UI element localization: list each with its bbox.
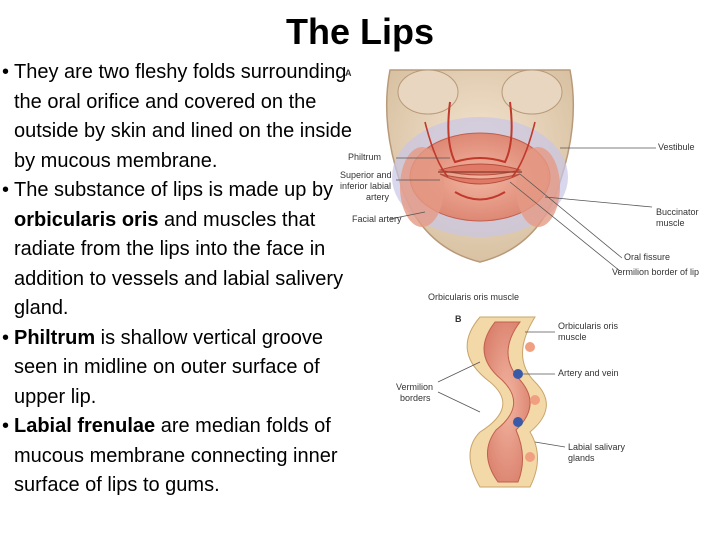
- bullet-text: They are two fleshy folds surrounding th…: [14, 58, 360, 176]
- label-labial-artery-1: Superior and: [340, 170, 392, 180]
- bullet-span: are median folds of mucous membrane conn…: [14, 415, 338, 496]
- slide-title: The Lips: [285, 11, 434, 52]
- bullet-marker: •: [2, 326, 10, 349]
- bullet-span: The substance of lips is made up by: [14, 179, 334, 201]
- bullet-marker: •: [2, 415, 10, 437]
- bullet-span: is shallow vertical groove seen in midli…: [14, 326, 323, 408]
- bullet-text: Labial frenulae are median folds of muco…: [14, 412, 360, 501]
- label-labial-artery-2: inferior labial: [340, 181, 392, 191]
- bullet-marker: •: [2, 179, 10, 201]
- panel-a-label: A: [345, 68, 352, 78]
- label-vermilion-borders-2: borders: [400, 393, 431, 403]
- bullet-item: •Philtrum is shallow vertical groove see…: [2, 324, 360, 413]
- anatomy-illustration: [385, 69, 656, 488]
- label-orbicularis-oris-b-1: Orbicularis oris: [558, 321, 619, 331]
- bullet-marker: •: [2, 61, 10, 83]
- bullet-item: •Labial frenulae are median folds of muc…: [2, 412, 360, 501]
- label-vermilion-borders-1: Vermilion: [396, 382, 434, 392]
- label-orbicularis-oris-b-2: muscle: [558, 332, 587, 342]
- label-vestibule: Vestibule: [658, 142, 695, 152]
- bullet-item: •The substance of lips is made up by orb…: [2, 176, 360, 324]
- label-labial-artery-3: artery: [366, 192, 390, 202]
- panel-b-label: B: [455, 314, 462, 324]
- bullet-span: They are two fleshy folds surrounding th…: [14, 61, 353, 172]
- bullet-text: The substance of lips is made up by orbi…: [14, 176, 360, 324]
- label-buccinator-1: Buccinator: [656, 207, 699, 217]
- bullet-item: •They are two fleshy folds surrounding t…: [2, 58, 360, 176]
- panel-a-leaders: [389, 147, 656, 272]
- label-artery-and-vein: Artery and vein: [558, 368, 619, 378]
- label-buccinator-2: muscle: [656, 218, 685, 228]
- bullet-list: •They are two fleshy folds surrounding t…: [2, 58, 360, 501]
- label-oral-fissure: Oral fissure: [624, 252, 671, 262]
- panel-b-leaders: [437, 331, 566, 448]
- lip-anatomy-figure: A Philtrum Superior and inferior labial …: [330, 62, 720, 492]
- label-labial-salivary-1: Labial salivary: [568, 442, 626, 452]
- bullet-text: Philtrum is shallow vertical groove seen…: [14, 324, 360, 413]
- bullet-term: Philtrum: [14, 326, 96, 349]
- bullet-term: Labial frenulae: [14, 415, 156, 437]
- panel-a-drawing: [385, 69, 575, 263]
- label-philtrum: Philtrum: [348, 152, 382, 162]
- bullet-span: and muscles that radiate from the lips i…: [14, 208, 344, 320]
- bullet-term: orbicularis oris: [14, 208, 159, 231]
- label-orbicularis-oris-muscle: Orbicularis oris muscle: [428, 292, 520, 302]
- panel-b-drawing: [466, 316, 547, 488]
- label-vermilion-border: Vermilion border of lip: [612, 267, 700, 277]
- label-labial-salivary-2: glands: [568, 453, 595, 463]
- label-facial-artery: Facial artery: [352, 214, 402, 224]
